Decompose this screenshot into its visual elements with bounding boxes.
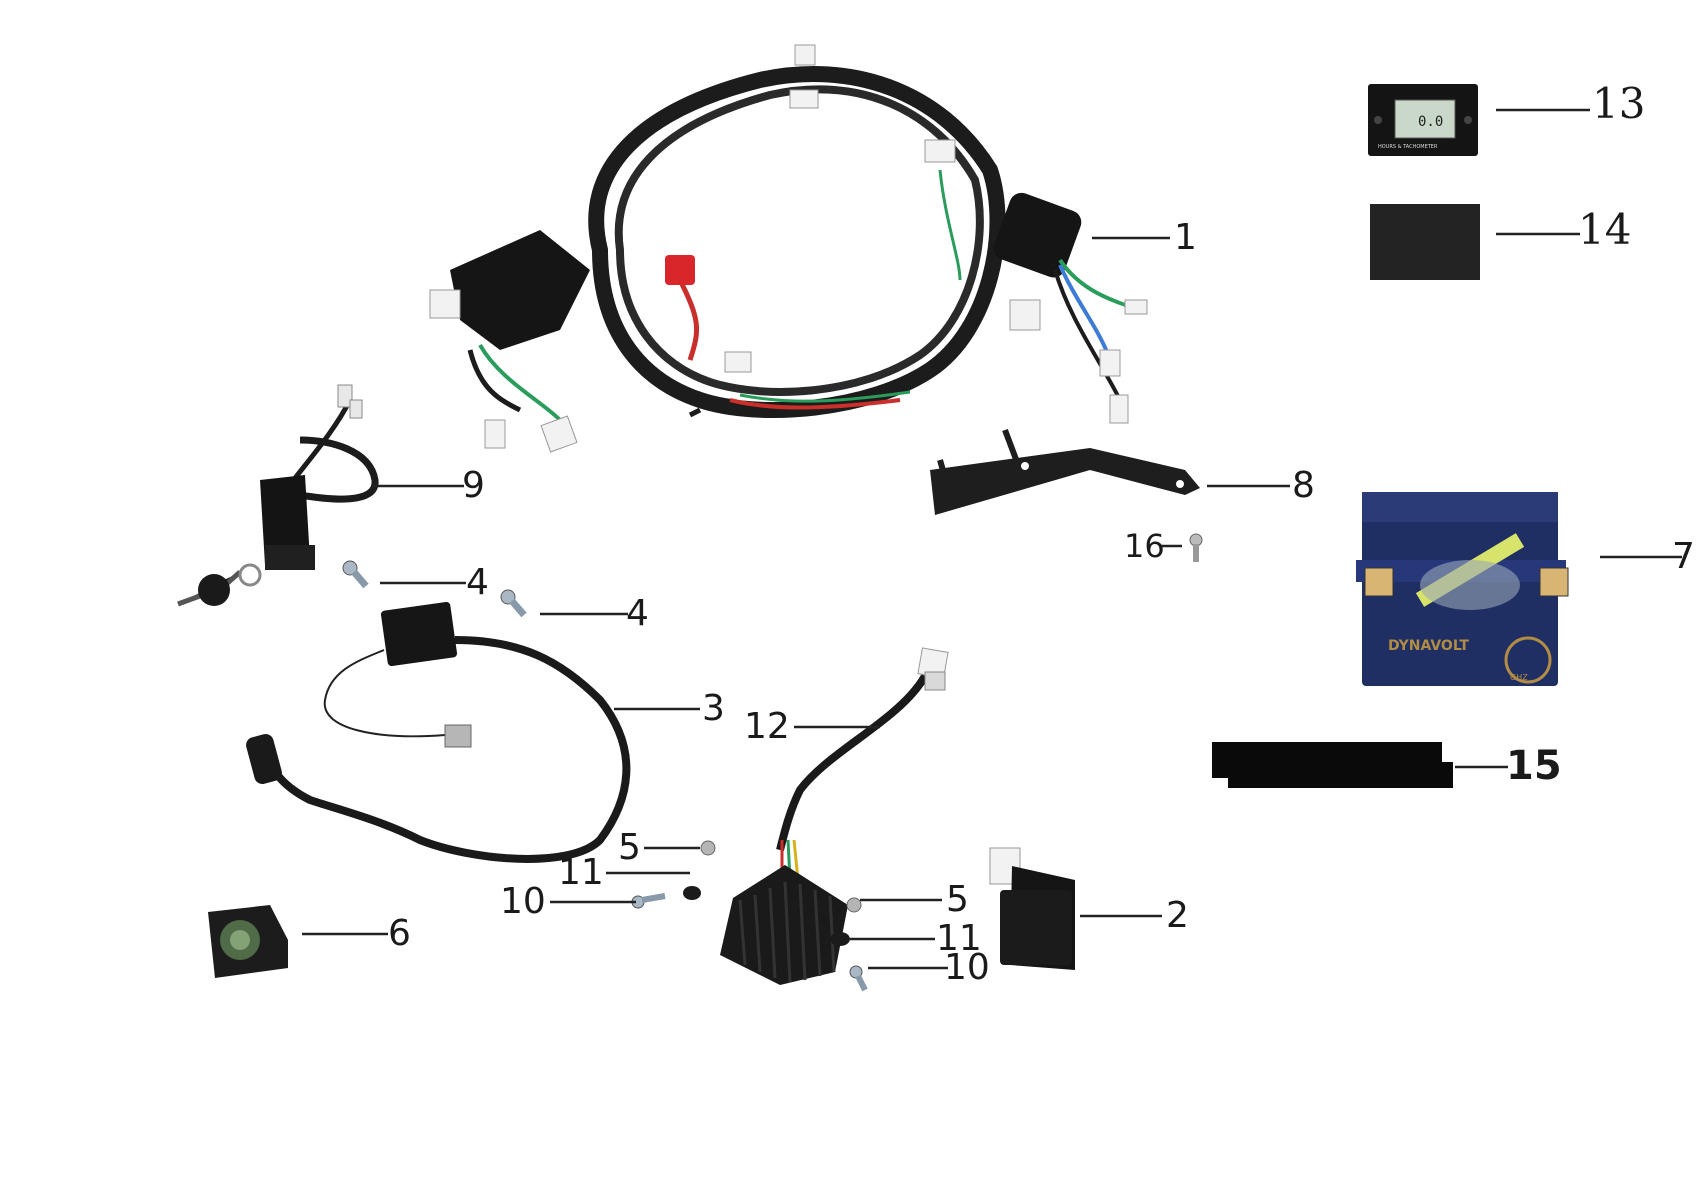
nut-5a [700, 840, 716, 856]
ignition-coil [246, 601, 631, 863]
ignition-switch [177, 384, 379, 607]
callout-15: 15 [1506, 743, 1562, 789]
nut-5b [846, 897, 862, 913]
leader-lines [302, 108, 1682, 970]
washer-11b [830, 932, 850, 946]
hour-meter-display: 0.0 [1418, 114, 1443, 130]
callout-9: 9 [462, 465, 485, 506]
screw-16 [1189, 533, 1203, 562]
hour-meter-caption: HOURS & TACHOMETER [1378, 144, 1438, 150]
callout-1: 1 [1174, 217, 1197, 258]
callout-10a: 10 [500, 881, 546, 922]
callout-4a: 4 [466, 562, 489, 603]
bolt-10b [849, 965, 868, 992]
callout-3: 3 [702, 688, 725, 729]
callout-10b: 10 [944, 947, 990, 988]
black-strip [1212, 742, 1453, 788]
callout-11b: 11 [936, 918, 982, 959]
battery-model: GHZ [1510, 673, 1528, 682]
battery: DYNAVOLT GHZ [1356, 492, 1569, 686]
washer-11a [683, 886, 701, 900]
callout-11a: 11 [558, 852, 604, 893]
foam-pad [1370, 204, 1480, 280]
callout-12: 12 [744, 706, 790, 747]
callout-5a: 5 [618, 827, 641, 868]
bracket [930, 428, 1200, 515]
callout-16: 16 [1124, 527, 1165, 565]
callout-8: 8 [1292, 465, 1315, 506]
wiring-harness [429, 44, 1148, 453]
bolt-4a [342, 560, 369, 589]
cdi-unit [989, 847, 1075, 970]
callout-7: 7 [1672, 536, 1695, 577]
callout-13: 13 [1592, 79, 1646, 128]
regulator-rectifier [720, 647, 949, 985]
callout-6: 6 [388, 913, 411, 954]
battery-brand: DYNAVOLT [1388, 638, 1469, 654]
callout-14: 14 [1578, 205, 1632, 254]
callout-2: 2 [1166, 895, 1189, 936]
handlebar-switch [208, 905, 288, 978]
hour-meter: 0.0 HOURS & TACHOMETER [1368, 84, 1478, 156]
bolt-4b [500, 589, 527, 618]
bolt-10a [631, 893, 666, 909]
callout-5b: 5 [946, 879, 969, 920]
callout-4b: 4 [626, 593, 649, 634]
